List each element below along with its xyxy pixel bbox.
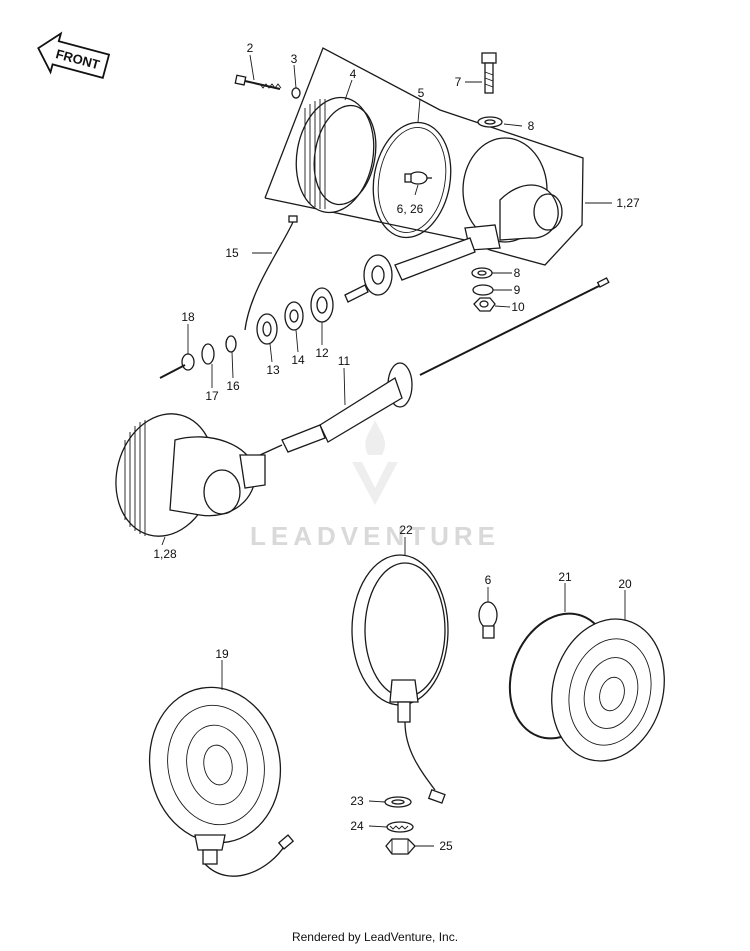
part-bolt-7 [481,52,497,94]
part-nut-3 [291,87,301,99]
part-washer-24 [386,821,414,833]
callout-22: 22 [399,523,413,537]
leadventure-watermark: LEADVENTURE [250,420,500,551]
part-rim-4 [295,96,377,214]
callout-7: 7 [455,75,462,89]
part-nut-10 [473,297,496,312]
part-bolt-2 [234,74,282,90]
part-washer-14 [284,301,304,331]
part-bulb-6 [478,601,498,639]
part-washer-16 [225,335,237,353]
callout-19: 19 [215,647,229,661]
callout-12: 12 [315,346,329,360]
callout-14: 14 [291,353,305,367]
callout-1-28: 1,28 [153,547,177,561]
part-stem-upper [344,237,476,303]
footer-credit: Rendered by LeadVenture, Inc. [291,930,459,944]
callout-5: 5 [418,86,425,100]
leadventure-logo-icon [352,420,398,505]
callout-6-26: 6, 26 [397,202,424,216]
part-lens-ring-5 [372,121,452,239]
part-lens-20 [551,618,665,762]
callout-6: 6 [485,573,492,587]
part-washer-23 [384,796,412,808]
callout-24: 24 [350,819,364,833]
callout-11: 11 [338,354,351,368]
callout-3: 3 [291,52,298,66]
part-washer-17 [201,343,215,365]
part-washer-9 [472,284,494,296]
part-lamp-22 [351,554,449,804]
callout-4: 4 [350,67,357,81]
callout-25: 25 [439,839,453,853]
part-washer-8-top [477,116,503,128]
part-lamp-19 [148,686,295,877]
part-washer-8-right [471,267,493,279]
part-washer-13 [256,313,278,345]
callout-9: 9 [514,283,521,297]
callout-8-top: 8 [528,119,535,133]
callout-labels: 2 3 4 5 6, 26 7 8 1,27 15 8 9 10 18 17 1… [153,41,640,853]
callout-21: 21 [558,570,572,584]
part-bulb-6-26 [404,171,432,185]
callout-8-right: 8 [514,266,521,280]
callout-10: 10 [511,300,525,314]
part-housing-1-28 [115,413,266,537]
part-housing-1-27 [462,137,563,251]
part-wire-15 [244,215,298,331]
part-cable-11 [259,277,610,456]
callout-1-27: 1,27 [616,196,640,210]
part-nut-25 [385,838,416,855]
callout-17: 17 [205,389,219,403]
callout-13: 13 [266,363,280,377]
callout-2: 2 [247,41,254,55]
callout-20: 20 [618,577,632,591]
part-terminal-18 [159,353,195,379]
leader-lines [161,54,626,847]
watermark-text: LEADVENTURE [250,521,500,551]
callout-18: 18 [181,310,195,324]
front-arrow: FRONT [37,31,111,79]
callout-23: 23 [350,794,364,808]
part-washer-12 [310,287,334,323]
callout-16: 16 [226,379,240,393]
callout-15: 15 [225,246,239,260]
